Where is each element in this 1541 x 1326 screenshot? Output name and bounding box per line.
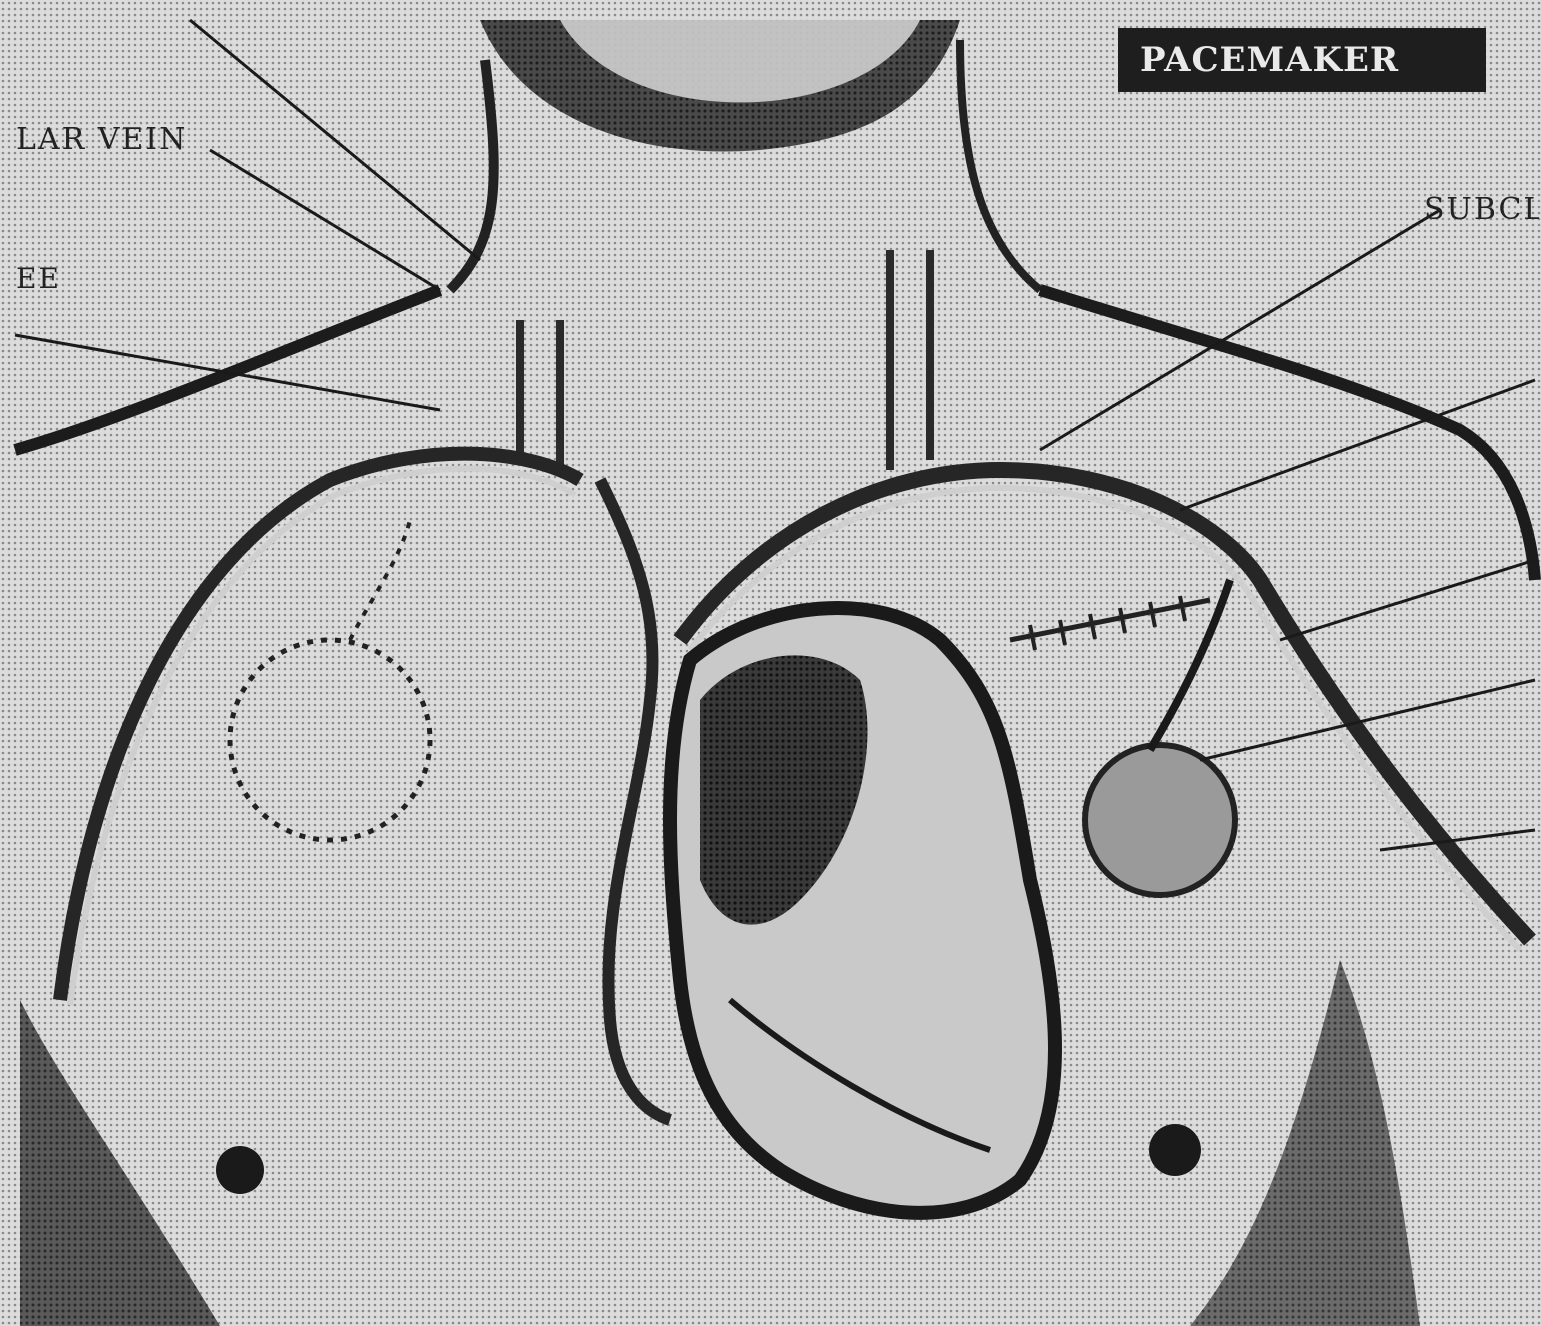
jugular-vein-label: LAR VEIN xyxy=(16,122,187,157)
left-nipple xyxy=(1149,1124,1201,1176)
pacemaker-title: PACEMAKER xyxy=(1140,40,1399,80)
subclavian-label: SUBCL xyxy=(1424,192,1539,227)
right-nipple xyxy=(216,1146,264,1194)
partial-label-left: EE xyxy=(16,262,61,295)
electrode-patch xyxy=(1085,745,1235,895)
pacemaker-title-badge: PACEMAKER xyxy=(1118,28,1486,92)
